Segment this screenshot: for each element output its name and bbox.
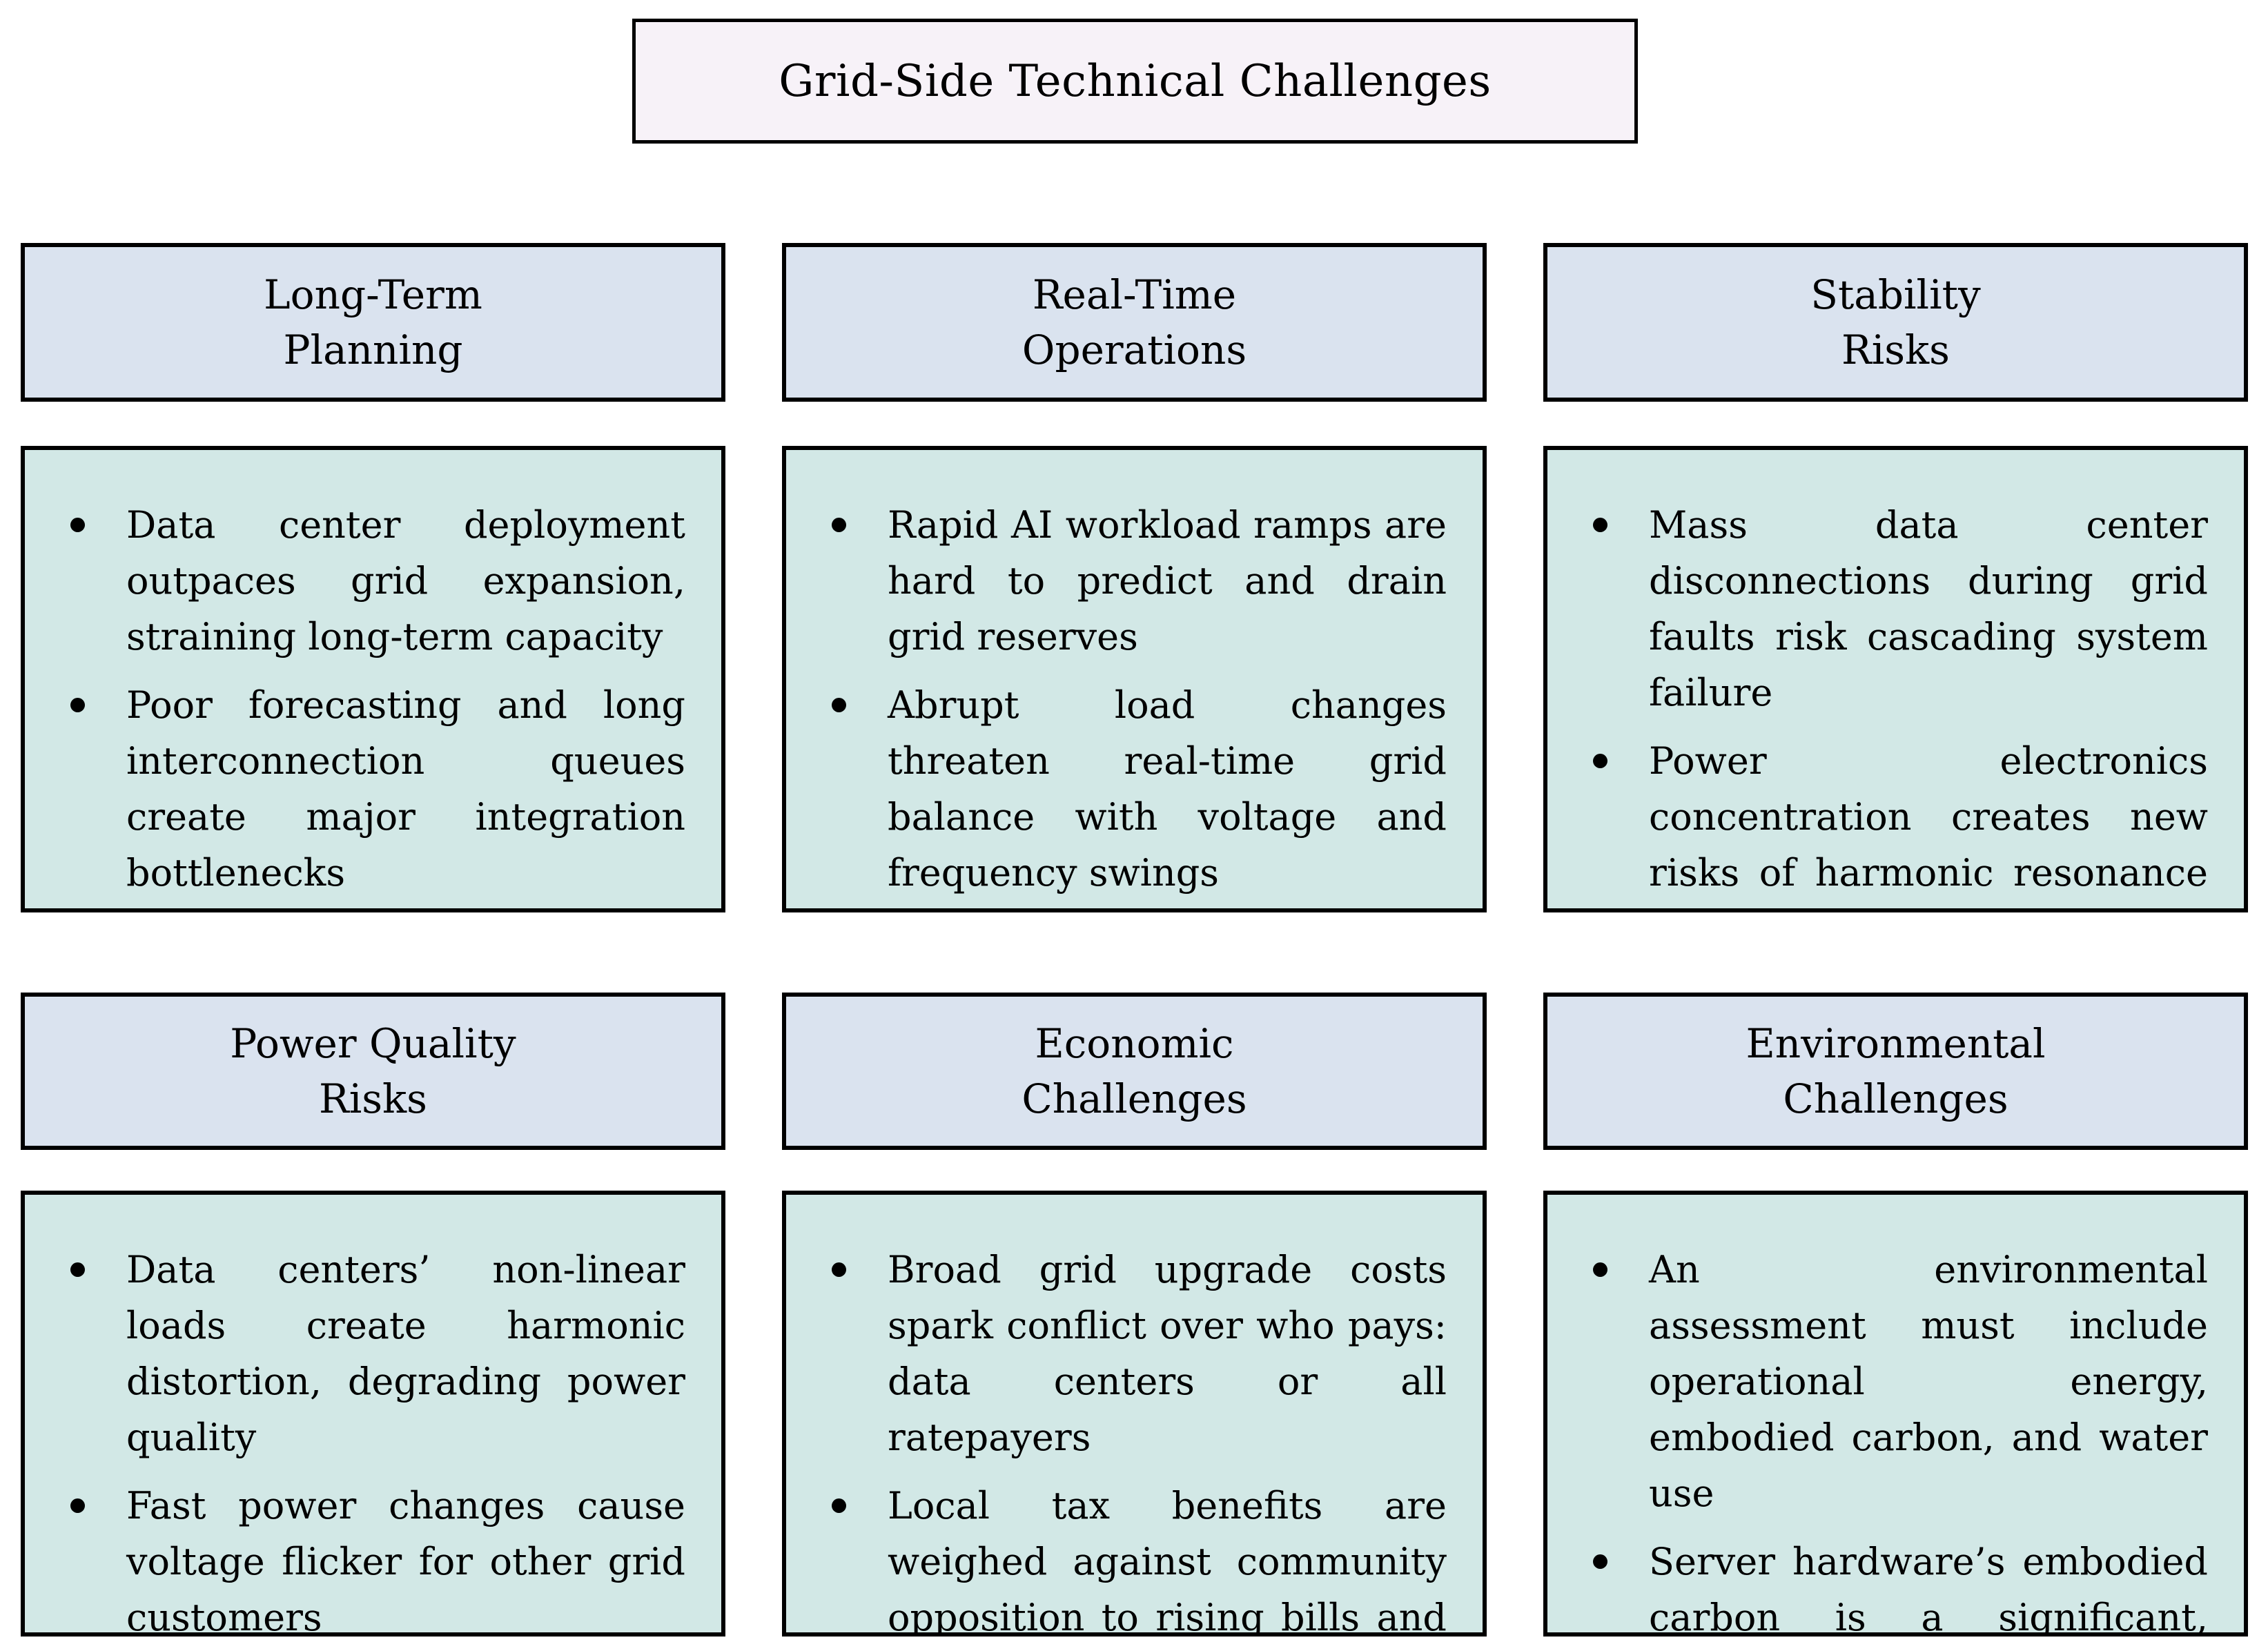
bullet-item: Fast power changes cause voltage flicker… — [61, 1478, 685, 1637]
header-line: Real-Time — [1032, 271, 1237, 318]
bullet-icon — [1593, 754, 1607, 768]
bullet-icon — [1593, 1262, 1607, 1277]
header-row-2: Power Quality Risks Economic Challenges … — [21, 993, 2248, 1150]
bullet-text: Data centers’ non-linear loads create ha… — [126, 1248, 685, 1459]
bullet-icon — [70, 1498, 85, 1513]
header-line: Challenges — [1021, 1075, 1247, 1122]
header-economic-challenges: Economic Challenges — [782, 993, 1487, 1150]
bullet-item: Poor forecasting and long interconnectio… — [61, 677, 685, 901]
bullet-text: Abrupt load changes threaten real-time g… — [888, 683, 1447, 895]
bullet-text: Poor forecasting and long interconnectio… — [126, 683, 685, 895]
header-line: Long-Term — [264, 271, 482, 318]
header-line: Risks — [1841, 326, 1950, 373]
content-long-term-planning: Data center deployment outpaces grid exp… — [21, 446, 725, 912]
content-stability-risks: Mass data center disconnections during g… — [1543, 446, 2248, 912]
bullet-item: Mass data center disconnections during g… — [1583, 497, 2208, 721]
diagram-title-text: Grid-Side Technical Challenges — [779, 55, 1492, 107]
content-row-1: Data center deployment outpaces grid exp… — [21, 446, 2248, 912]
bullet-icon — [832, 1262, 846, 1277]
header-line: Planning — [283, 326, 463, 373]
content-power-quality-risks: Data centers’ non-linear loads create ha… — [21, 1191, 725, 1637]
header-line: Economic — [1035, 1019, 1234, 1067]
header-row-1: Long-Term Planning Real-Time Operations … — [21, 243, 2248, 402]
bullet-icon — [832, 698, 846, 712]
bullet-icon — [1593, 1554, 1607, 1569]
content-real-time-operations: Rapid AI workload ramps are hard to pred… — [782, 446, 1487, 912]
bullet-icon — [1593, 518, 1607, 532]
bullet-icon — [832, 518, 846, 532]
bullet-icon — [70, 698, 85, 712]
header-line: Risks — [319, 1075, 427, 1122]
header-line: Operations — [1021, 326, 1247, 373]
bullet-item: Local tax benefits are weighed against c… — [822, 1478, 1447, 1637]
header-line: Environmental — [1746, 1019, 2046, 1067]
bullet-item: Data center deployment outpaces grid exp… — [61, 497, 685, 665]
bullet-icon — [70, 518, 85, 532]
bullet-icon — [70, 1262, 85, 1277]
bullet-icon — [832, 1498, 846, 1513]
header-real-time-operations: Real-Time Operations — [782, 243, 1487, 402]
bullet-item: An environmental assessment must include… — [1583, 1242, 2208, 1521]
bullet-item: Power electronics concentration creates … — [1583, 733, 2208, 908]
bullet-item: Broad grid upgrade costs spark conflict … — [822, 1242, 1447, 1465]
bullet-text: Power electronics concentration creates … — [1649, 739, 2208, 908]
bullet-text: Rapid AI workload ramps are hard to pred… — [888, 503, 1447, 658]
bullet-text: Fast power changes cause voltage flicker… — [126, 1484, 685, 1637]
header-environmental-challenges: Environmental Challenges — [1543, 993, 2248, 1150]
bullet-text: Broad grid upgrade costs spark conflict … — [888, 1248, 1447, 1459]
header-stability-risks: Stability Risks — [1543, 243, 2248, 402]
bullet-item: Abrupt load changes threaten real-time g… — [822, 677, 1447, 901]
header-power-quality-risks: Power Quality Risks — [21, 993, 725, 1150]
bullet-item: Server hardware’s embodied carbon is a s… — [1583, 1534, 2208, 1637]
bullet-item: Data centers’ non-linear loads create ha… — [61, 1242, 685, 1465]
diagram-title: Grid-Side Technical Challenges — [632, 19, 1638, 144]
header-line: Stability — [1810, 271, 1981, 318]
content-environmental-challenges: An environmental assessment must include… — [1543, 1191, 2248, 1637]
bullet-item: Rapid AI workload ramps are hard to pred… — [822, 497, 1447, 665]
bullet-text: Mass data center disconnections during g… — [1649, 503, 2208, 714]
header-long-term-planning: Long-Term Planning — [21, 243, 725, 402]
header-line: Power Quality — [230, 1019, 516, 1067]
bullet-text: Local tax benefits are weighed against c… — [888, 1484, 1447, 1637]
bullet-text: An environmental assessment must include… — [1649, 1248, 2208, 1515]
content-economic-challenges: Broad grid upgrade costs spark conflict … — [782, 1191, 1487, 1637]
bullet-text: Data center deployment outpaces grid exp… — [126, 503, 685, 658]
bullet-text: Server hardware’s embodied carbon is a s… — [1649, 1540, 2208, 1637]
header-line: Challenges — [1783, 1075, 2008, 1122]
content-row-2: Data centers’ non-linear loads create ha… — [21, 1191, 2248, 1637]
